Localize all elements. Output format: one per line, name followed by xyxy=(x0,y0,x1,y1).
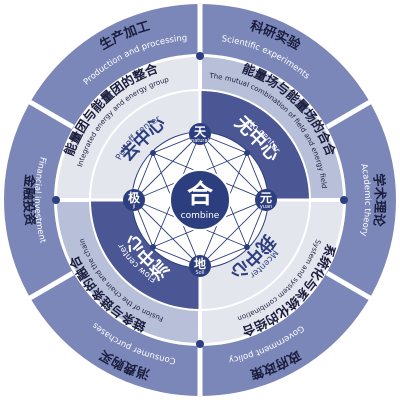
node-right: 元 yuan xyxy=(255,189,277,211)
node-left-cn: 极 xyxy=(128,190,141,205)
node-top: 天 natural xyxy=(189,123,211,145)
node-right-en: yuan xyxy=(260,204,272,210)
separator-dots xyxy=(52,52,348,348)
svg-text:金融投资: 金融投资 xyxy=(20,173,38,227)
node-bottom: 地 Soil xyxy=(189,255,211,277)
outer-right-en: Academic theory xyxy=(358,163,372,237)
center-cn: 合 xyxy=(187,179,214,210)
outer-ring-separators xyxy=(28,4,372,396)
node-left: 极 ji xyxy=(123,189,145,211)
node-top-cn: 天 xyxy=(194,125,207,139)
svg-text:Academic theory: Academic theory xyxy=(358,163,372,237)
node-bottom-en: Soil xyxy=(195,270,204,276)
node-left-en: ji xyxy=(132,204,136,210)
center-en: combine xyxy=(181,211,220,221)
node-bottom-cn: 地 xyxy=(194,256,206,271)
network-small-nodes xyxy=(150,150,250,250)
outer-left-cn: 金融投资 xyxy=(20,173,38,227)
center-node: 合 combine xyxy=(169,169,231,231)
node-right-cn: 元 xyxy=(260,191,272,205)
outer-right-cn: 学术理论 xyxy=(370,173,388,229)
node-top-en: natural xyxy=(191,138,209,144)
svg-text:学术理论: 学术理论 xyxy=(370,173,388,229)
